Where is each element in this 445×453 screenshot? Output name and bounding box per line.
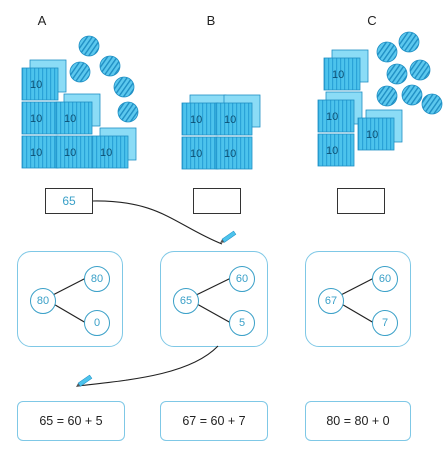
cube-group-c: 10 10 10 10 xyxy=(317,31,443,167)
ten-cube: 10 xyxy=(215,94,261,136)
equation-box-b[interactable]: 67 = 60 + 7 xyxy=(160,401,268,441)
cube-group-a: 10 10 10 10 10 10 xyxy=(21,35,139,169)
equation-box-a[interactable]: 65 = 60 + 5 xyxy=(17,401,125,441)
ten-cube: 10 xyxy=(317,91,363,133)
ten-cube: 10 xyxy=(91,127,137,169)
column-label-b: B xyxy=(206,13,216,28)
unit-ball xyxy=(78,35,100,57)
ten-cube: 10 xyxy=(357,109,403,151)
answer-box-a[interactable]: 65 xyxy=(45,188,93,214)
column-label-a: A xyxy=(37,13,47,28)
unit-ball xyxy=(99,55,121,77)
bond-part-b-2[interactable]: 5 xyxy=(229,310,255,336)
unit-ball xyxy=(69,61,91,83)
ten-cube: 10 xyxy=(21,101,59,135)
bond-part-b-1[interactable]: 60 xyxy=(229,266,255,292)
pencil-icon xyxy=(220,230,237,243)
ten-cube-label: 10 xyxy=(224,148,236,160)
ten-cube: 10 xyxy=(55,135,93,169)
ten-cube: 10 xyxy=(55,93,101,135)
ten-cube-label: 10 xyxy=(30,79,42,91)
unit-ball xyxy=(401,84,423,106)
ten-cube-label: 10 xyxy=(100,147,112,159)
ten-cube: 10 xyxy=(317,133,355,167)
unit-ball xyxy=(421,93,443,115)
unit-ball xyxy=(376,85,398,107)
ten-cube-label: 10 xyxy=(326,111,338,123)
bond-whole-b[interactable]: 65 xyxy=(173,288,199,314)
unit-ball xyxy=(117,101,139,123)
ten-cube: 10 xyxy=(323,49,369,91)
bond-part-c-1[interactable]: 60 xyxy=(372,266,398,292)
bond-whole-c[interactable]: 67 xyxy=(318,288,344,314)
bond-part-a-2[interactable]: 0 xyxy=(84,310,110,336)
bond-frame-a: 80 80 0 xyxy=(17,251,123,347)
base-ten-illustrations: 10 10 10 10 10 10 10 10 10 10 10 10 10 1… xyxy=(21,31,443,170)
unit-ball xyxy=(386,63,408,85)
ten-cube-label: 10 xyxy=(224,114,236,126)
connector-line-2 xyxy=(77,345,219,387)
ten-cube-label: 10 xyxy=(366,129,378,141)
unit-ball xyxy=(398,31,420,53)
ten-cube-label: 10 xyxy=(30,113,42,125)
unit-ball xyxy=(409,59,431,81)
column-label-c: C xyxy=(367,13,377,28)
cube-group-b: 10 10 10 10 xyxy=(181,94,261,170)
pencil-icon xyxy=(76,374,93,387)
ten-cube-label: 10 xyxy=(190,114,202,126)
unit-ball xyxy=(113,76,135,98)
equation-box-c[interactable]: 80 = 80 + 0 xyxy=(305,401,411,441)
ten-cube-label: 10 xyxy=(326,145,338,157)
bond-whole-a[interactable]: 80 xyxy=(30,288,56,314)
ten-cube: 10 xyxy=(215,136,253,170)
ten-cube-label: 10 xyxy=(190,148,202,160)
ten-cube-label: 10 xyxy=(64,113,76,125)
answer-box-c[interactable] xyxy=(337,188,385,214)
ten-cube: 10 xyxy=(181,94,227,136)
ten-cube-label: 10 xyxy=(30,147,42,159)
answer-box-b[interactable] xyxy=(193,188,241,214)
bond-part-c-2[interactable]: 7 xyxy=(372,310,398,336)
ten-cube-label: 10 xyxy=(332,69,344,81)
ten-cube: 10 xyxy=(21,135,59,169)
ten-cube: 10 xyxy=(181,136,219,170)
ten-cube: 10 xyxy=(21,59,67,101)
unit-ball xyxy=(376,41,398,63)
bond-frame-b: 65 60 5 xyxy=(160,251,268,347)
bond-part-a-1[interactable]: 80 xyxy=(84,266,110,292)
bond-frame-c: 67 60 7 xyxy=(305,251,411,347)
ten-cube-label: 10 xyxy=(64,147,76,159)
